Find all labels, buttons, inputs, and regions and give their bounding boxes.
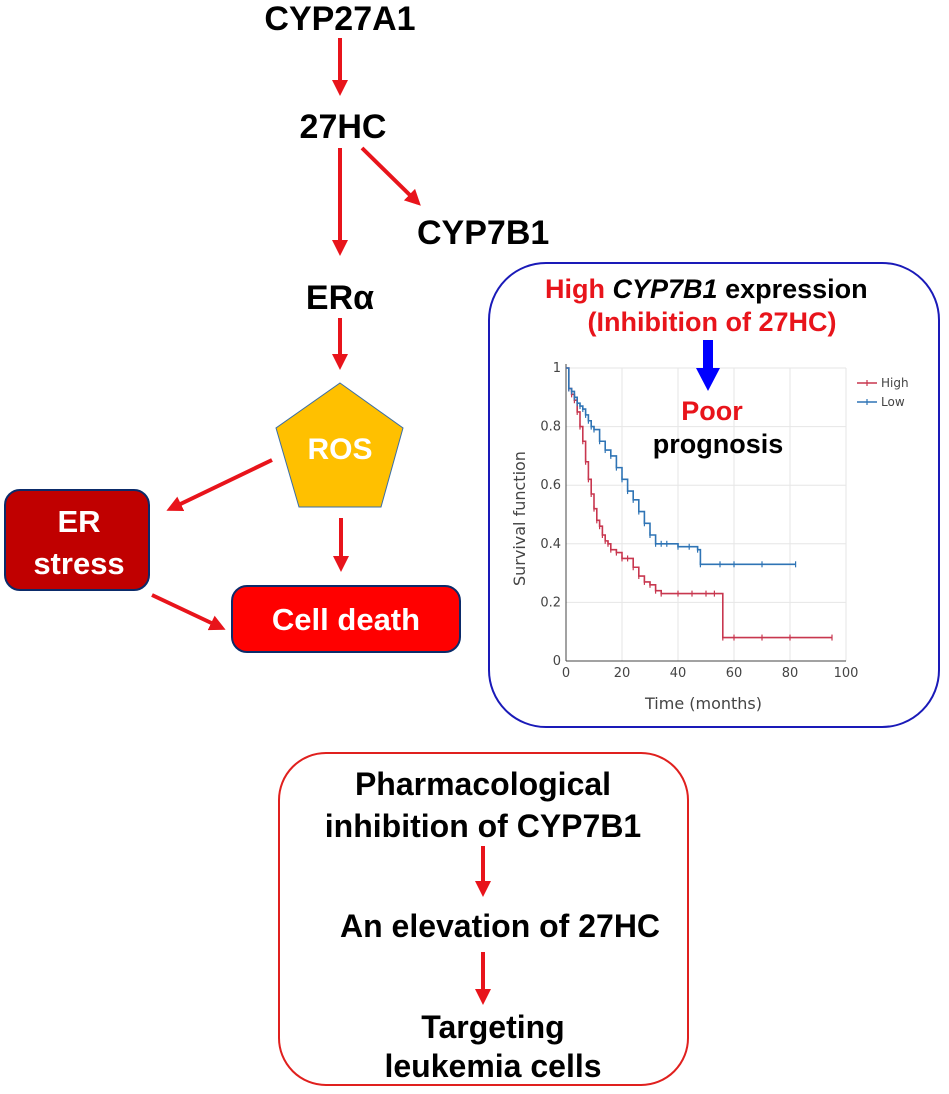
pharm-step2: An elevation of 27HC — [339, 908, 661, 944]
arrow-27hc-to-cyp7b1 — [360, 146, 421, 206]
cell-death-label: Cell death — [271, 602, 421, 637]
cell-death-box: Cell death — [231, 585, 461, 653]
blue-arrow-head — [696, 368, 720, 391]
km-title-gene: CYP7B1 — [612, 274, 718, 304]
pharmacological-panel — [278, 752, 689, 1086]
blue-arrow-shaft — [703, 340, 713, 368]
km-x-tick-label: 40 — [670, 666, 687, 681]
node-cyp7b1: CYP7B1 — [417, 214, 550, 252]
km-x-tick-label: 20 — [614, 666, 631, 681]
km-y-tick-label: 0.4 — [540, 537, 561, 552]
km-y-tick-label: 0.6 — [540, 478, 561, 493]
node-27hc: 27HC — [299, 108, 387, 146]
pharm-step3-line1: Targeting — [421, 1009, 565, 1045]
km-y-tick-label: 1 — [553, 361, 561, 376]
er-stress-box: ER stress — [4, 489, 150, 591]
km-title: High CYP7B1 expression — [545, 276, 868, 303]
km-title-high: High — [545, 274, 605, 304]
km-title-rest: expression — [725, 274, 868, 304]
pharm-step3-line2: leukemia cells — [384, 1048, 602, 1084]
node-era: ERα — [305, 279, 375, 317]
km-y-tick-label: 0.2 — [540, 595, 561, 610]
arrow-er-stress-to-cell-death — [151, 593, 226, 631]
km-prognosis-label: prognosis — [652, 429, 784, 459]
ros-pentagon — [275, 382, 404, 508]
arrow-ros-to-er-stress — [166, 458, 273, 512]
node-cyp27a1: CYP27A1 — [264, 0, 416, 38]
er-stress-line2: stress — [33, 546, 125, 581]
km-x-tick-label: 0 — [562, 666, 570, 681]
pharm-line1: Pharmacological — [354, 766, 612, 802]
pharm-line2: inhibition of CYP7B1 — [324, 808, 642, 844]
km-survival-panel — [488, 262, 940, 728]
km-poor-label: Poor — [681, 396, 743, 426]
er-stress-line1: ER — [57, 504, 101, 539]
km-ylabel: Survival function — [510, 451, 529, 586]
node-ros-label: ROS — [307, 433, 373, 466]
km-y-tick-label: 0.8 — [540, 420, 561, 435]
km-y-tick-label: 0 — [553, 654, 561, 669]
km-legend-label-high: High — [881, 376, 909, 390]
km-legend-label-low: Low — [881, 395, 905, 409]
km-xlabel: Time (months) — [645, 694, 762, 713]
km-x-tick-label: 60 — [726, 666, 743, 681]
km-subtitle: (Inhibition of 27HC) — [587, 307, 837, 337]
km-x-tick-label: 80 — [782, 666, 799, 681]
km-x-tick-label: 100 — [834, 666, 859, 681]
